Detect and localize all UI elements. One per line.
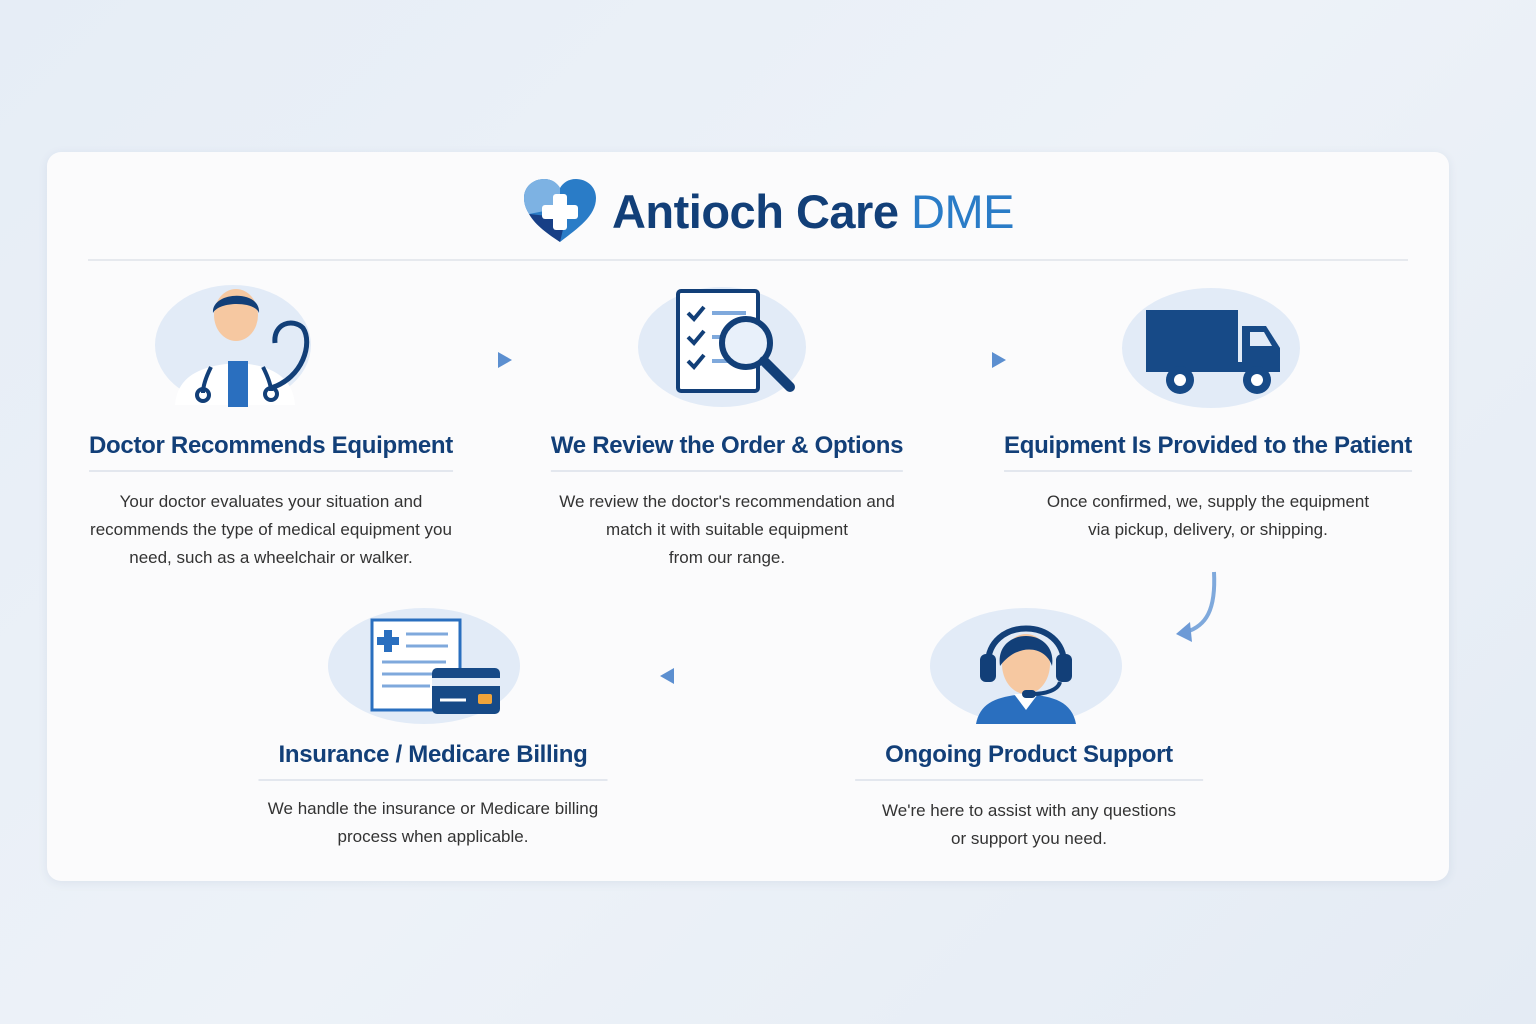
header-divider: [88, 259, 1408, 261]
heart-cross-logo-icon: [523, 179, 596, 242]
arrow-right-icon: [416, 352, 512, 368]
step-equipment-provided: Equipment Is Provided to the Patient Onc…: [1004, 432, 1412, 544]
checklist-magnifier-icon: [638, 287, 806, 407]
arrow-left-icon: [660, 668, 798, 684]
arrow-right-icon: [910, 352, 1006, 368]
curved-arrow-down-icon: [1176, 571, 1217, 642]
step-title: Doctor Recommends Equipment: [89, 432, 453, 472]
step-title: We Review the Order & Options: [550, 432, 903, 472]
brand-title: Antioch Care DME: [611, 184, 1015, 238]
step-description: Once confirmed, we, supply the equipment…: [1046, 492, 1370, 539]
step-description: We review the doctor's recommendation an…: [559, 492, 895, 567]
step-product-support: Ongoing Product Support We're here to as…: [855, 741, 1203, 853]
step-title: Equipment Is Provided to the Patient: [1004, 432, 1412, 472]
step-title: Ongoing Product Support: [855, 741, 1203, 781]
billing-icon: [328, 608, 520, 724]
step-review-order: We Review the Order & Options We review …: [550, 432, 903, 572]
header: Antioch Care DME: [0, 176, 1536, 246]
process-card: [47, 152, 1449, 881]
step-description: We handle the insurance or Medicare bill…: [267, 799, 599, 846]
doctor-icon: [155, 285, 311, 407]
step-insurance-billing: Insurance / Medicare Billing We handle t…: [258, 741, 608, 851]
truck-icon: [1122, 288, 1300, 408]
step-description: Your doctor evaluates your situation and…: [90, 492, 452, 567]
support-agent-icon: [930, 608, 1122, 724]
step-doctor-recommends: Doctor Recommends Equipment Your doctor …: [89, 432, 453, 572]
step-title: Insurance / Medicare Billing: [258, 741, 608, 781]
